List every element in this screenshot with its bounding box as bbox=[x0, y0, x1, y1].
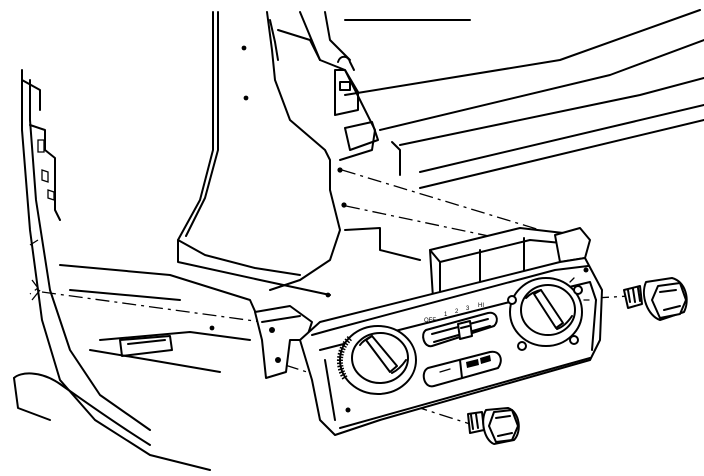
instrument-panel-carrier bbox=[13, 9, 704, 471]
hvac-control-head: OFF 1 2 3 HI bbox=[254, 227, 603, 436]
mounting-bolt-lower bbox=[467, 407, 520, 445]
rear-defrost-switch bbox=[422, 350, 502, 388]
slider-label-off: OFF bbox=[424, 318, 436, 324]
control-knob-right bbox=[507, 277, 590, 351]
mode-slider: OFF 1 2 3 HI bbox=[422, 303, 498, 348]
slider-label-2: 2 bbox=[455, 309, 459, 315]
mounting-bolt-right bbox=[623, 277, 688, 321]
control-knob-left bbox=[336, 325, 417, 395]
slider-label-1: 1 bbox=[444, 312, 448, 318]
slider-label-3: 3 bbox=[466, 306, 470, 312]
slider-label-hi: HI bbox=[478, 303, 484, 309]
